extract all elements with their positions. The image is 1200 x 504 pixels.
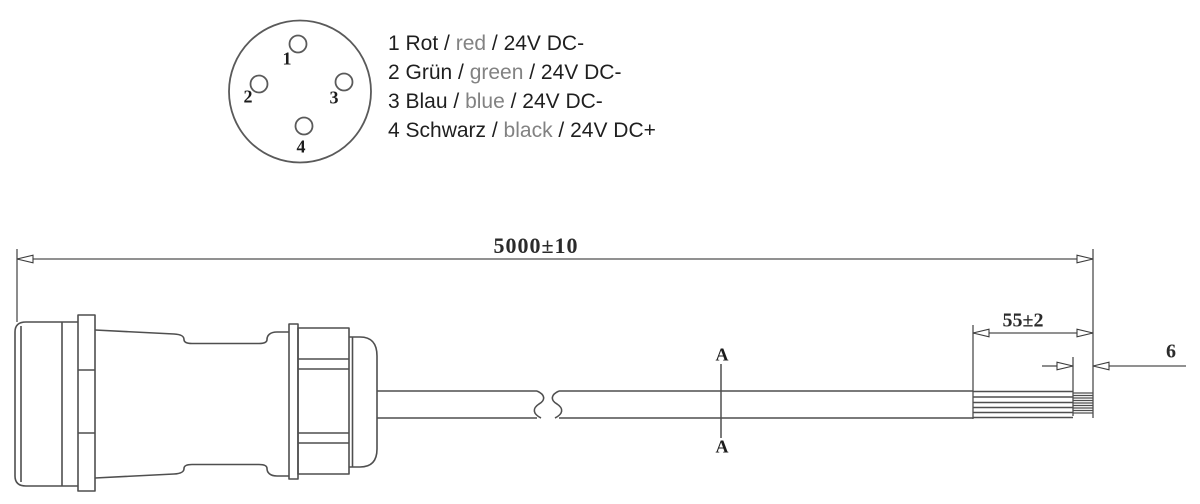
gland-washer — [288, 323, 299, 480]
legend-4-suffix: / 24V DC+ — [552, 119, 656, 142]
legend-4-prefix: 4 Schwarz / — [388, 119, 504, 142]
pin-4-hole — [294, 116, 314, 136]
pin-4-label: 4 — [296, 136, 306, 157]
legend-line-4: 4 Schwarz / black / 24V DC+ — [388, 116, 656, 145]
legend-3-color-en: blue — [465, 90, 505, 113]
legend-2-prefix: 2 Grün / — [388, 61, 470, 84]
arrow-tip-left — [1056, 361, 1074, 371]
overall-length-dimension: 5000±10 — [493, 233, 579, 258]
tip-length-dimension: 6 — [1166, 340, 1176, 363]
legend-line-2: 2 Grün / green / 24V DC- — [388, 58, 656, 87]
pin-2-label: 2 — [243, 86, 253, 107]
legend-3-suffix: / 24V DC- — [504, 90, 603, 113]
arrow-strip-right — [1076, 328, 1094, 338]
legend-2-suffix: / 24V DC- — [523, 61, 622, 84]
plug-rear-cap — [14, 321, 78, 487]
plug-grip-top-edge — [94, 329, 289, 345]
plug-grip-bottom-edge — [94, 463, 289, 479]
cable — [377, 390, 973, 419]
legend-1-prefix: 1 Rot / — [388, 32, 456, 55]
legend-2-color-en: green — [469, 61, 524, 84]
stripped-wires — [973, 390, 1073, 419]
arrow-tip-right — [1092, 361, 1110, 371]
legend-3-prefix: 3 Blau / — [388, 90, 466, 113]
legend-line-1: 1 Rot / red / 24V DC- — [388, 29, 656, 58]
connector-face-outline — [228, 19, 372, 164]
arrow-strip-left — [972, 328, 990, 338]
cable-break-left — [533, 390, 545, 419]
section-label-bottom: A — [715, 436, 729, 457]
legend-1-suffix: / 24V DC- — [486, 32, 585, 55]
connector-plug-side-view — [14, 314, 378, 492]
legend-line-3: 3 Blau / blue / 24V DC- — [388, 87, 656, 116]
strain-relief-dome — [349, 336, 378, 468]
pin-1-label: 1 — [282, 48, 292, 69]
pin-2-hole — [249, 74, 269, 94]
pin-3-label: 3 — [329, 87, 339, 108]
pin-3-hole — [334, 72, 354, 92]
legend-1-color-en: red — [455, 32, 487, 55]
arrow-overall-left — [16, 254, 34, 264]
strip-length-dimension: 55±2 — [1002, 309, 1044, 332]
gland-nut — [297, 327, 350, 475]
pin-1-hole — [288, 34, 308, 54]
plug-flange — [77, 314, 96, 492]
stripped-wire-tips — [1073, 392, 1093, 414]
connector-face-view — [228, 19, 372, 164]
legend-4-color-en: black — [503, 119, 553, 142]
cable-break-right — [551, 390, 563, 419]
arrow-overall-right — [1076, 254, 1094, 264]
section-label-top: A — [715, 344, 729, 365]
dimension-arrowheads — [16, 254, 1110, 371]
wiring-legend: 1 Rot / red / 24V DC- 2 Grün / green / 2… — [388, 29, 656, 145]
